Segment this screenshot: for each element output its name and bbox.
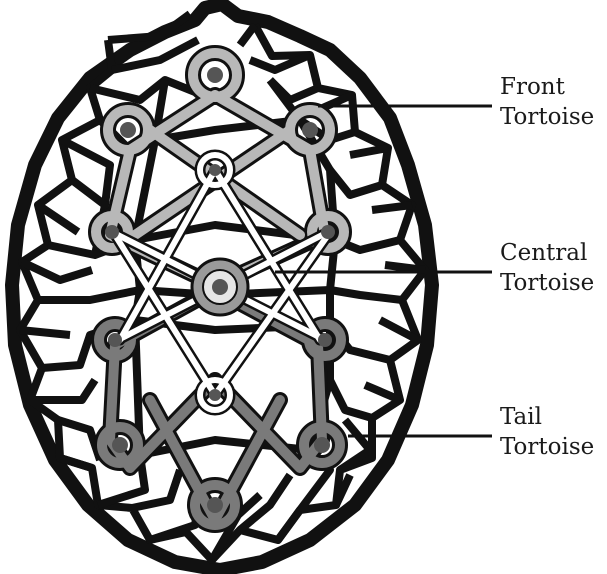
node-mid-right-lower xyxy=(318,333,332,347)
node-front-right xyxy=(302,122,318,138)
node-tail-right xyxy=(314,437,330,453)
node-mid-left-upper xyxy=(105,225,119,239)
node-central-bottom xyxy=(209,389,221,401)
node-mid-left-lower xyxy=(108,333,122,347)
front-tortoise-label: Front Tortoise xyxy=(500,72,594,132)
tail-label-line1: Tail xyxy=(500,402,594,432)
tail-tortoise-label: Tail Tortoise xyxy=(500,402,594,462)
node-central-top xyxy=(209,164,221,176)
node-front-left xyxy=(120,122,136,138)
central-label-line2: Tortoise xyxy=(500,268,594,298)
node-tail-bottom xyxy=(207,497,223,513)
node-front-top xyxy=(207,67,223,83)
node-tail-left xyxy=(112,437,128,453)
central-label-line1: Central xyxy=(500,238,594,268)
front-label-line2: Tortoise xyxy=(500,102,594,132)
tail-label-line2: Tortoise xyxy=(500,432,594,462)
central-hub xyxy=(192,259,248,315)
node-mid-right-upper xyxy=(321,225,335,239)
central-tortoise-label: Central Tortoise xyxy=(500,238,594,298)
front-label-line1: Front xyxy=(500,72,594,102)
